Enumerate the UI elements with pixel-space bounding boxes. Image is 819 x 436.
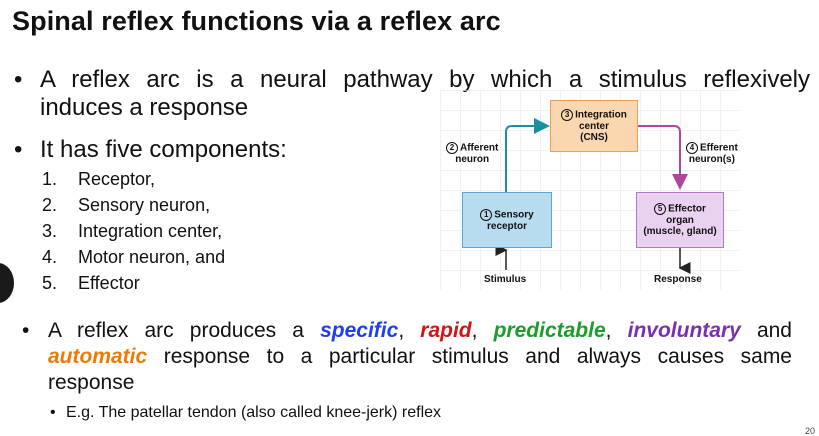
list-item: 1. Receptor, <box>42 166 225 192</box>
keyword-automatic: automatic <box>48 345 148 368</box>
text-prefix: A reflex arc produces a <box>48 319 321 342</box>
number-circle: 2 <box>446 142 458 154</box>
label-line2: neuron(s) <box>688 154 735 165</box>
box-label-line3: (muscle, gland) <box>643 226 717 237</box>
separator: , <box>398 319 421 342</box>
separator: and <box>740 319 792 342</box>
number-circle: 3 <box>561 109 574 121</box>
keyword-specific: specific <box>320 319 399 342</box>
components-list: 1. Receptor, 2. Sensory neuron, 3. Integrat… <box>42 166 225 296</box>
bullet-text: A reflex arc produces a specific, rapid,… <box>48 318 792 396</box>
bullet-dot: • <box>50 404 56 421</box>
list-label: Sensory neuron, <box>78 195 211 215</box>
list-item: 4. Motor neuron, and <box>42 244 225 270</box>
list-number: 5. <box>42 273 58 293</box>
sub-bullet-text: E.g. The patellar tendon (also called kn… <box>66 404 442 421</box>
box-label-line1: Effector <box>668 203 706 215</box>
label-line2: neuron <box>455 154 490 165</box>
response-label: Response <box>654 274 702 285</box>
list-number: 3. <box>42 221 58 241</box>
number-circle: 4 <box>686 142 698 154</box>
box-label-line2: organ <box>666 215 694 226</box>
bullet-text-line1: A reflex arc produces a specific, rapid,… <box>48 318 792 344</box>
list-label: Receptor, <box>78 169 156 189</box>
keyword-involuntary: involuntary <box>627 319 741 342</box>
efferent-pathway-line <box>637 125 688 190</box>
separator: , <box>471 319 494 342</box>
bullet-dot: • <box>14 66 23 93</box>
list-item: 3. Integration center, <box>42 218 225 244</box>
bullet-text-line3: response <box>48 371 135 394</box>
number-circle: 1 <box>480 208 493 221</box>
box-label-line2: center <box>578 121 609 132</box>
list-number: 2. <box>42 195 58 215</box>
bullet-dot: • <box>22 319 30 342</box>
list-number: 4. <box>42 247 58 267</box>
page-number: 20 <box>804 426 815 436</box>
list-label: Effector <box>78 273 140 293</box>
list-label: Integration center, <box>78 221 223 241</box>
box-label-line1: Integration <box>575 109 627 121</box>
bullet-dot: • <box>14 136 23 163</box>
bullet-text-line2: induces a response <box>40 94 249 121</box>
box-label-line1: Sensory <box>494 209 534 221</box>
number-circle: 5 <box>654 203 667 215</box>
keyword-predictable: predictable <box>493 319 606 342</box>
bullet-text: It has five components: <box>40 136 287 163</box>
text-rest: response to a particular stimulus and al… <box>147 345 792 368</box>
bullet-text-line1: A reflex arc is a neural pathway by whic… <box>40 66 810 93</box>
stimulus-label: Stimulus <box>484 274 527 285</box>
label-line1: Efferent <box>700 142 738 154</box>
list-number: 1. <box>42 169 58 189</box>
keyword-rapid: rapid <box>420 319 472 342</box>
afferent-pathway-line <box>505 118 550 192</box>
label-line1: Afferent <box>460 142 499 154</box>
list-label: Motor neuron, and <box>78 247 226 267</box>
list-item: 2. Sensory neuron, <box>42 192 225 218</box>
slide-title: Spinal reflex functions via a reflex arc <box>12 6 501 36</box>
bullet-text-line2: automatic response to a particular stimu… <box>48 344 792 370</box>
separator: , <box>605 319 628 342</box>
box-label-line3: (CNS) <box>580 132 608 143</box>
list-item: 5. Effector <box>42 270 225 296</box>
box-label-line2: receptor <box>486 220 527 232</box>
diagram-arrows <box>495 118 691 274</box>
side-navigation-circle[interactable] <box>0 263 14 303</box>
